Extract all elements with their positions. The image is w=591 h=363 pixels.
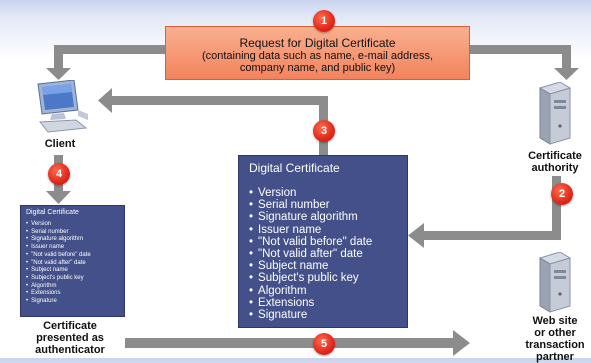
small-certificate-field: Subject's public key [26, 275, 119, 283]
certificate-field: "Not valid before" date [249, 236, 397, 248]
arrow-cert-to-client-head [98, 88, 112, 113]
certificate-title: Digital Certificate [249, 161, 340, 175]
arrow-request-to-client-h [54, 45, 165, 54]
small-certificate-field: "Not valid after" date [26, 260, 119, 268]
arrow-request-to-client-head [46, 68, 71, 80]
web-label-line4: partner [536, 351, 574, 363]
certificate-field: Algorithm [249, 285, 397, 297]
ca-server-icon [538, 82, 572, 145]
ca-label-line1: Certificate [528, 150, 582, 162]
small-certificate-field: Extensions [26, 290, 119, 298]
certificate-field: Version [249, 187, 397, 199]
web-server-icon [538, 252, 572, 313]
small-certificate-title: Digital Certificate [26, 209, 79, 216]
request-title: Request for Digital Certificate [239, 36, 396, 50]
step-badge-3: 3 [313, 120, 335, 142]
web-site-label: Web site or other transaction partner [515, 315, 591, 363]
arrow-ca-to-cert-v [552, 176, 561, 240]
arrow-request-to-ca-v [562, 45, 571, 70]
digital-certificate-main: Digital Certificate Version Serial numbe… [238, 155, 408, 328]
presented-line2: presented as [36, 332, 104, 344]
web-label-line3: transaction [525, 339, 585, 351]
arrow-ca-to-cert-head [408, 223, 424, 248]
ca-label-line2: authority [531, 162, 579, 174]
presented-line1: Certificate [43, 320, 97, 332]
small-certificate-field: Version [26, 221, 119, 229]
certificate-field: Extensions [249, 297, 397, 309]
certificate-field-list: Version Serial number Signature algorith… [249, 187, 397, 321]
small-certificate-field: Algorithm [26, 283, 119, 291]
step-badge-5: 5 [313, 333, 335, 355]
arrow-request-to-ca-h [470, 45, 571, 54]
presented-line3: authenticator [35, 344, 105, 356]
small-certificate-field-list: Version Serial number Signature algorith… [26, 221, 119, 306]
arrow-request-to-client-v [54, 45, 63, 70]
small-certificate-field: Issuer name [26, 244, 119, 252]
step-badge-4: 4 [48, 163, 70, 185]
small-certificate-field: "Not valid before" date [26, 252, 119, 260]
request-box: Request for Digital Certificate (contain… [165, 26, 470, 80]
certificate-field: Signature [249, 309, 397, 321]
client-label: Client [44, 138, 76, 150]
arrow-ca-to-cert-h [422, 231, 561, 240]
certificate-field: Serial number [249, 199, 397, 211]
arrow-cert-to-client-h [110, 96, 328, 105]
request-detail-line2: company name, and public key) [239, 62, 396, 74]
certificate-field: Subject name [249, 260, 397, 272]
small-certificate-field: Signature [26, 298, 119, 306]
arrow-client-to-small-cert-head [46, 191, 71, 204]
arrow-request-to-ca-head [554, 68, 579, 80]
certificate-presented-label: Certificate presented as authenticator [15, 320, 125, 356]
certificate-field: "Not valid after" date [249, 248, 397, 260]
arrow-to-web-site-head [453, 330, 470, 356]
request-detail-line1: (containing data such as name, e-mail ad… [201, 50, 434, 62]
step-badge-1: 1 [313, 10, 335, 32]
web-label-line1: Web site [532, 315, 578, 327]
small-certificate-field: Signature algorithm [26, 236, 119, 244]
step-badge-2: 2 [551, 183, 573, 205]
digital-certificate-client-copy: Digital Certificate Version Serial numbe… [20, 205, 125, 317]
small-certificate-field: Serial number [26, 229, 119, 237]
web-label-line2: or other [534, 327, 576, 339]
client-computer-icon [37, 80, 88, 133]
ca-label: Certificate authority [520, 150, 590, 174]
certificate-field: Issuer name [249, 224, 397, 236]
certificate-field: Subject's public key [249, 272, 397, 284]
small-certificate-field: Subject name [26, 267, 119, 275]
certificate-field: Signature algorithm [249, 211, 397, 223]
arrow-to-web-site [125, 338, 455, 348]
